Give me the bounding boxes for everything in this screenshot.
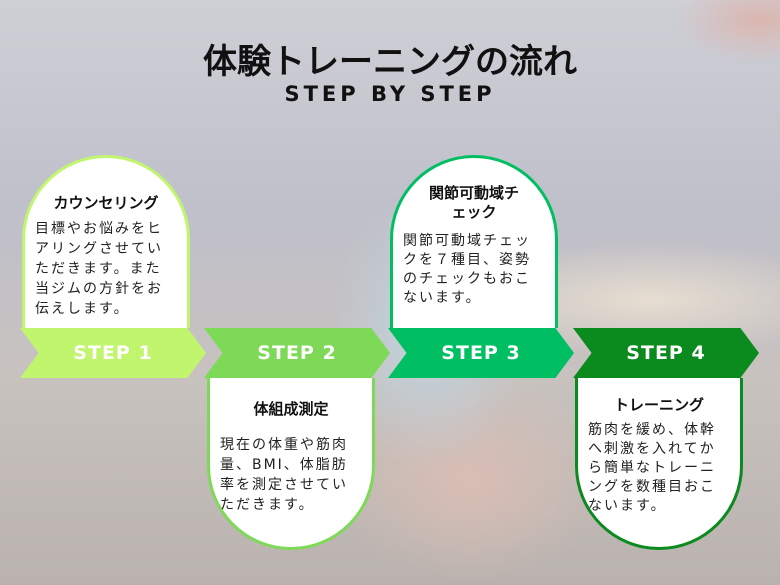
- step-3-card: 関節可動域チェック 関節可動域チェックを７種目、姿勢のチェックもおこないます。: [390, 155, 558, 328]
- step-2-heading: 体組成測定: [253, 400, 329, 418]
- step-3-heading: 関節可動域チェック: [428, 184, 519, 221]
- step-2-card: 体組成測定 現在の体重や筋肉量、BMI、体脂肪率を測定させていただきます。: [207, 378, 375, 550]
- step-4-chevron: STEP 4: [573, 328, 759, 378]
- step-1-chevron: STEP 1: [20, 328, 206, 378]
- step-4-text: 筋肉を緩め、体幹へ刺激を入れてから簡単なトレーニングを数種目おこないます。: [588, 422, 716, 514]
- page-subtitle: STEP BY STEP: [284, 82, 496, 106]
- step-3-text: 関節可動域チェックを７種目、姿勢のチェックもおこないます。: [403, 233, 531, 306]
- step-1-text: 目標やお悩みをヒアリングさせていただきます。また当ジムの方針をお伝えします。: [35, 221, 163, 317]
- step-2-text: 現在の体重や筋肉量、BMI、体脂肪率を測定させていただきます。: [220, 437, 348, 513]
- step-3-chevron: STEP 3: [388, 328, 574, 378]
- page-title: 体験トレーニングの流れ: [203, 42, 577, 82]
- step-2-chevron: STEP 2: [204, 328, 390, 378]
- step-1-card: カウンセリング 目標やお悩みをヒアリングさせていただきます。また当ジムの方針をお…: [22, 155, 190, 328]
- step-1-heading: カウンセリング: [53, 194, 159, 212]
- step-4-card: トレーニング 筋肉を緩め、体幹へ刺激を入れてから簡単なトレーニングを数種目おこな…: [575, 378, 743, 550]
- step-4-heading: トレーニング: [613, 396, 704, 414]
